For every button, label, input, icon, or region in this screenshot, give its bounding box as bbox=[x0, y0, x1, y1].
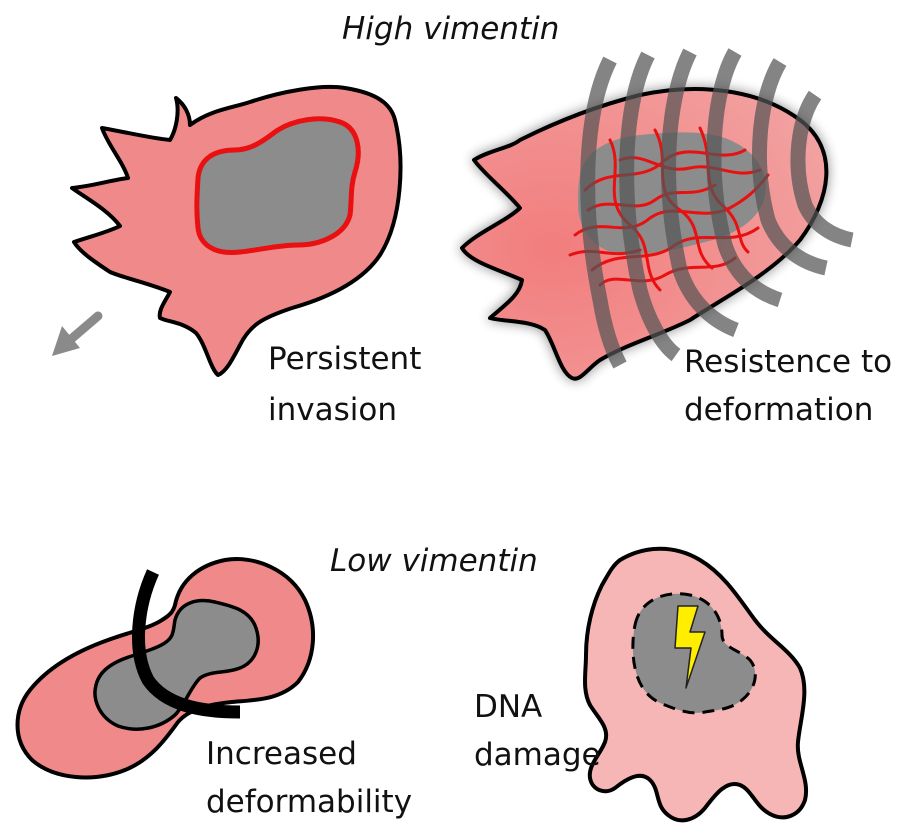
cell-dna-damage bbox=[585, 549, 806, 821]
label-dna-line2: damage bbox=[474, 734, 601, 776]
cell-persistent-invasion bbox=[52, 87, 400, 375]
arrow-icon bbox=[52, 316, 98, 356]
label-increased-line1: Increased bbox=[206, 733, 357, 775]
heading-low-vimentin: Low vimentin bbox=[330, 540, 538, 582]
label-dna-line1: DNA bbox=[474, 686, 542, 728]
label-persistent-line1: Persistent bbox=[268, 338, 421, 380]
label-persistent-line2: invasion bbox=[268, 389, 397, 431]
label-resist-line1: Resistence to bbox=[684, 341, 892, 383]
label-increased-line2: deformability bbox=[206, 781, 412, 823]
heading-high-vimentin: High vimentin bbox=[342, 8, 559, 50]
cell-resistance-to-deformation bbox=[462, 52, 852, 379]
label-resist-line2: deformation bbox=[684, 389, 873, 431]
